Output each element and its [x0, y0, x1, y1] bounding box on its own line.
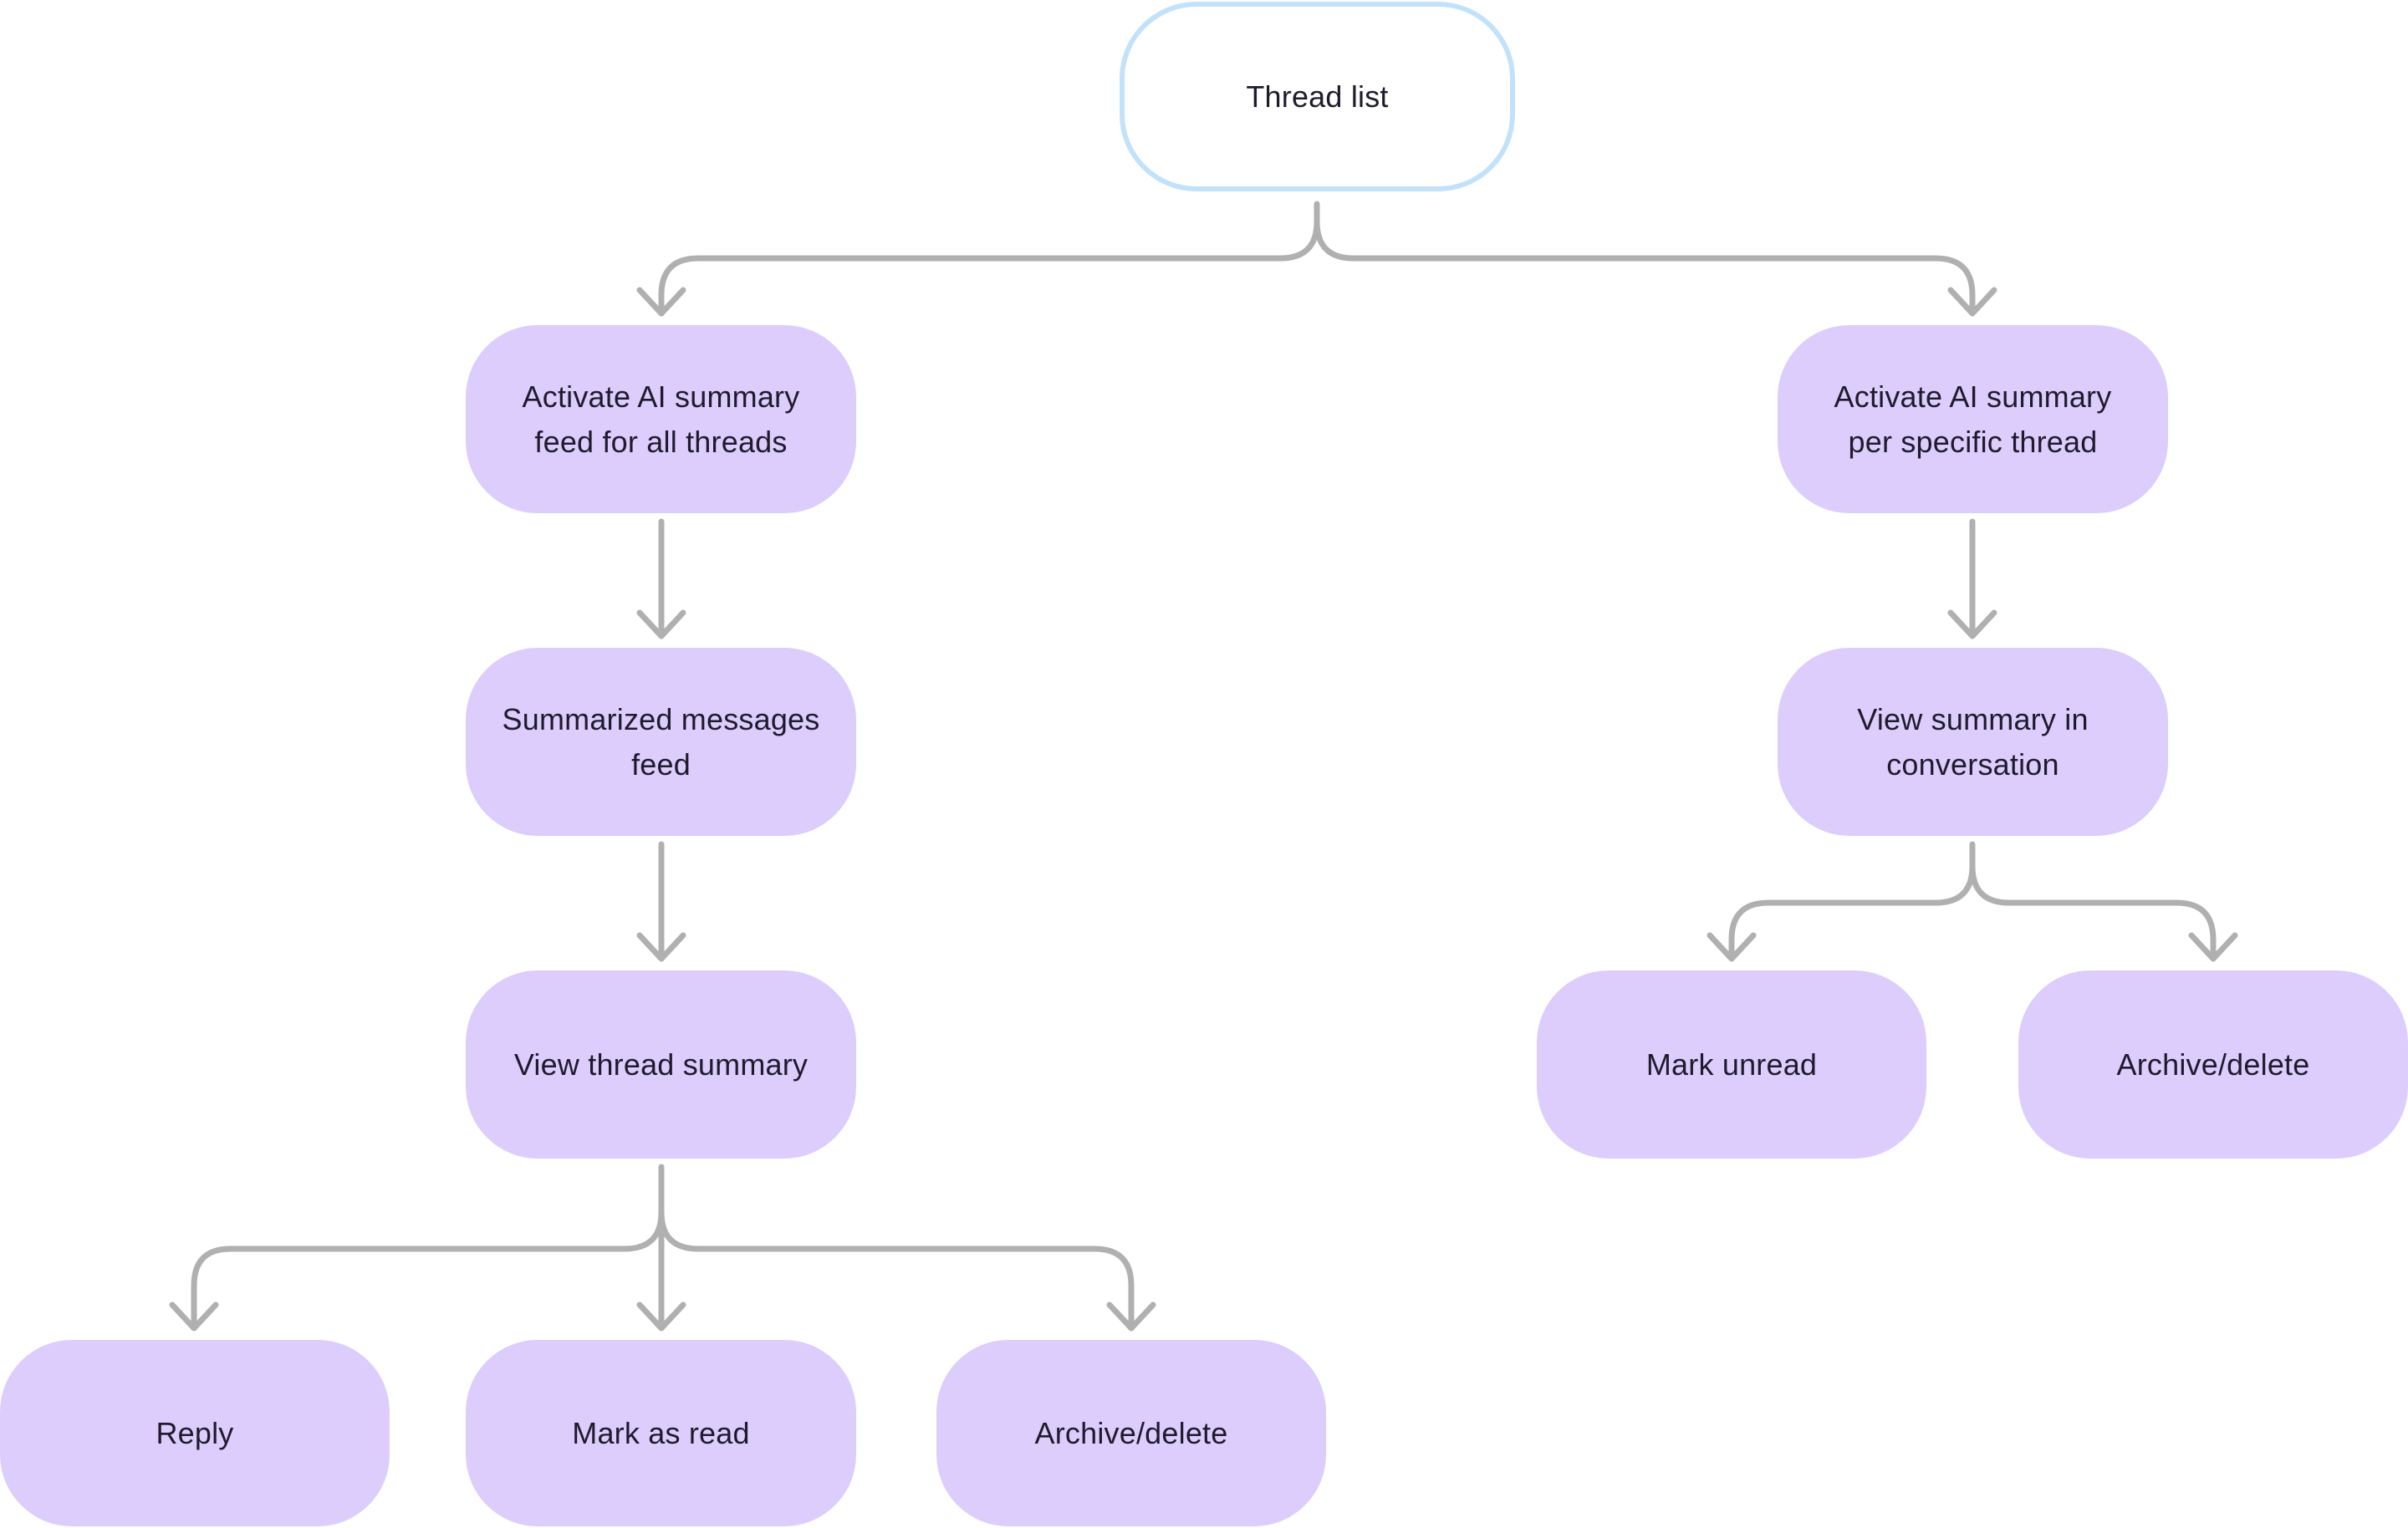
- node-label: Archive/delete: [2116, 1047, 2310, 1082]
- arrowhead-view-summary-conversation: [1947, 609, 1997, 639]
- node-view-thread-summary: View thread summary: [466, 970, 856, 1159]
- node-mark-unread: Mark unread: [1537, 970, 1926, 1159]
- node-label: Archive/delete: [1034, 1415, 1228, 1450]
- node-archive-delete-left: Archive/delete: [936, 1340, 1326, 1526]
- arrowhead-activate-all: [636, 287, 686, 317]
- arrowhead-archive-left: [1106, 1301, 1156, 1332]
- arrowhead-mark-as-read: [636, 1301, 686, 1332]
- arrowhead-archive-right: [2188, 932, 2238, 962]
- node-thread-list: Thread list: [1120, 2, 1515, 191]
- node-activate-all-threads: Activate AI summary feed for all threads: [466, 325, 856, 513]
- arrowhead-activate-specific: [1947, 287, 1997, 317]
- node-label: View summary in conversation: [1857, 701, 2089, 782]
- connector-view-summary-conversation-to-mark-unread: [1728, 841, 1976, 960]
- node-activate-specific-thread: Activate AI summary per specific thread: [1778, 325, 2168, 513]
- arrowhead-reply: [169, 1301, 219, 1332]
- arrowhead-view-thread-summary: [636, 932, 686, 962]
- node-label: Activate AI summary per specific thread: [1834, 379, 2112, 459]
- node-mark-as-read: Mark as read: [466, 1340, 856, 1526]
- arrowhead-summarized-feed: [636, 609, 686, 639]
- connector-thread-list-to-activate-all: [658, 201, 1320, 314]
- connector-view-thread-summary-to-reply: [191, 1164, 665, 1329]
- node-label: Mark as read: [572, 1415, 750, 1450]
- node-summarized-messages-feed: Summarized messages feed: [466, 648, 856, 836]
- arrowhead-mark-unread: [1707, 932, 1757, 962]
- node-archive-delete-right: Archive/delete: [2018, 970, 2408, 1159]
- node-label: Thread list: [1246, 79, 1389, 114]
- node-label: Summarized messages feed: [502, 701, 820, 782]
- node-label: View thread summary: [513, 1047, 809, 1082]
- connector-view-summary-conversation-to-archive-right: [1969, 863, 2217, 960]
- node-reply: Reply: [0, 1340, 390, 1526]
- connector-thread-list-to-activate-specific: [1314, 218, 1976, 314]
- connector-view-thread-summary-to-archive-left: [658, 1209, 1135, 1329]
- node-view-summary-in-conversation: View summary in conversation: [1778, 648, 2168, 836]
- node-label: Mark unread: [1645, 1047, 1818, 1082]
- node-label: Reply: [156, 1415, 234, 1450]
- node-label: Activate AI summary feed for all threads: [522, 379, 800, 459]
